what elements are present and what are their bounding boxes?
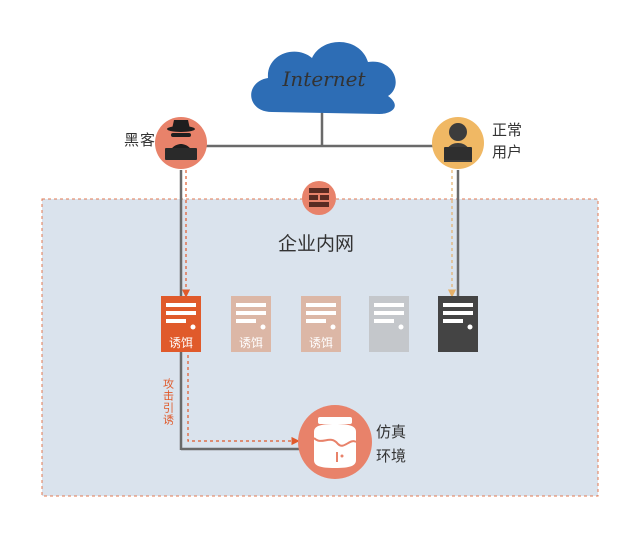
- hacker-label-line1: 黑: [124, 131, 139, 149]
- hacker-icon: [165, 120, 197, 160]
- honey-jar-icon: [313, 417, 357, 468]
- honeypot-node: 仿真 环境: [298, 405, 406, 479]
- decoy-server-faded-1: 诱饵: [231, 296, 271, 352]
- normal-user-node: 正常 用户: [432, 117, 522, 169]
- firewall-node: [302, 181, 336, 215]
- attack-lure-label: 攻击引诱: [162, 377, 175, 426]
- honeypot-label-line1: 仿真: [376, 423, 406, 441]
- normal-server-faded: [369, 296, 409, 352]
- normal-user-label-line2: 用户: [492, 143, 522, 161]
- internet-cloud: Internet: [251, 41, 396, 114]
- decoy-server-faded-2: 诱饵: [301, 296, 341, 352]
- server-row: 诱饵 诱饵 诱饵: [161, 296, 478, 352]
- hacker-node: 黑 客: [124, 117, 207, 169]
- hacker-label-line2: 客: [140, 131, 155, 149]
- user-icon: [444, 123, 472, 162]
- normal-server: [438, 296, 478, 352]
- normal-user-label-line1: 正常: [492, 121, 522, 139]
- internet-label: Internet: [282, 67, 367, 91]
- honeypot-label-line2: 环境: [376, 447, 406, 465]
- decoy-server-label: 诱饵: [169, 336, 193, 350]
- decoy-server-faded-1-label: 诱饵: [239, 336, 263, 350]
- firewall-icon: [309, 188, 329, 207]
- network-label: 企业内网: [278, 233, 354, 255]
- decoy-server: 诱饵: [161, 296, 201, 352]
- decoy-server-faded-2-label: 诱饵: [309, 336, 333, 350]
- attack-path-to-honeypot: [187, 355, 300, 446]
- firewall-badge: [302, 181, 336, 215]
